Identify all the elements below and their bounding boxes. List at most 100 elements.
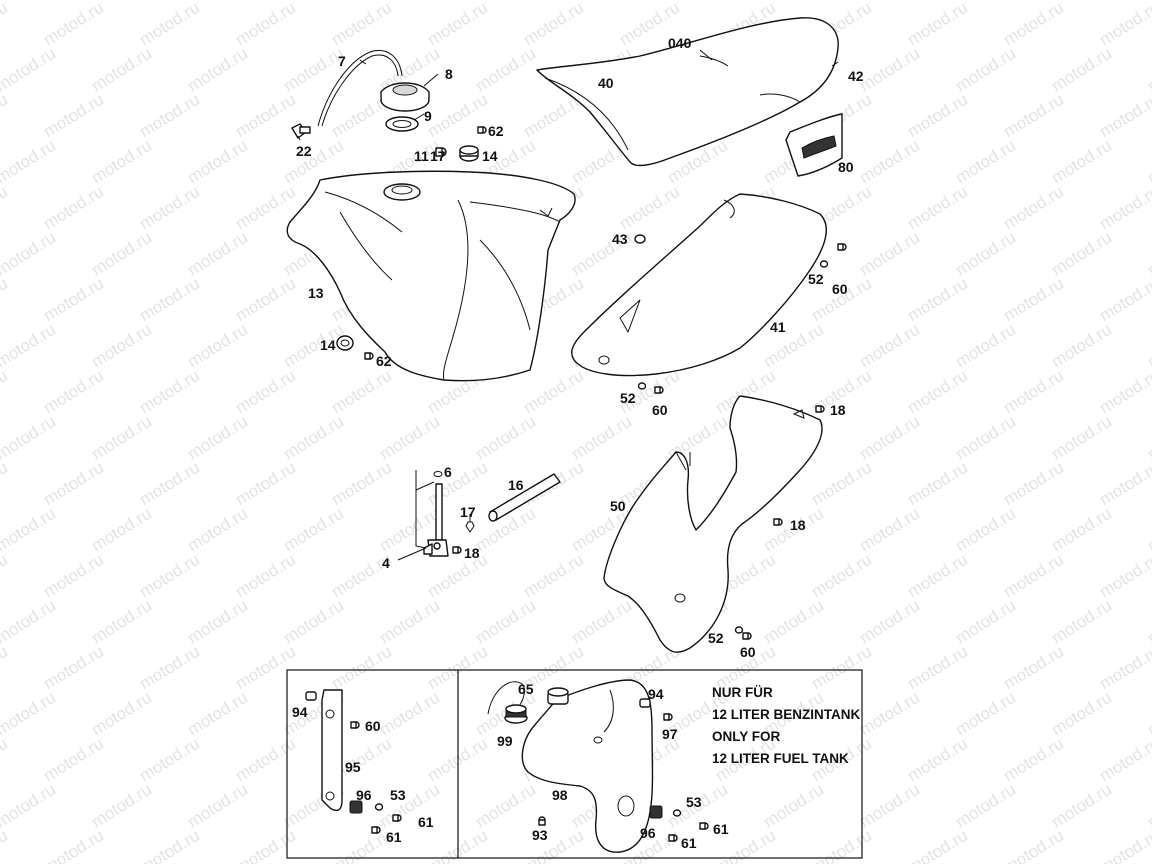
watermark-text: motod.ru	[328, 642, 395, 694]
washer-part-43	[634, 234, 646, 244]
watermark-text: motod.ru	[0, 182, 11, 234]
watermark-text: motod.ru	[1048, 780, 1115, 832]
watermark-text: motod.ru	[376, 688, 443, 740]
fuel-hose-part-16	[488, 473, 561, 522]
screw-part-97	[663, 713, 673, 721]
callout-17-top: 17	[430, 148, 446, 164]
watermark-text: motod.ru	[88, 780, 155, 832]
watermark-text: motod.ru	[40, 550, 107, 602]
watermark-text: motod.ru	[1000, 182, 1067, 234]
watermark-text: motod.ru	[1144, 688, 1152, 740]
watermark-text: motod.ru	[1000, 274, 1067, 326]
note-line-2: 12 LITER BENZINTANK	[712, 707, 861, 722]
watermark-text: motod.ru	[0, 688, 59, 740]
watermark-text: motod.ru	[0, 90, 11, 142]
watermark-text: motod.ru	[328, 366, 395, 418]
callout-65: 65	[518, 681, 534, 697]
watermark-text: motod.ru	[0, 274, 11, 326]
watermark-text: motod.ru	[0, 504, 59, 556]
watermark-text: motod.ru	[856, 596, 923, 648]
bushing-part-14-bottom	[336, 335, 354, 351]
watermark-text: motod.ru	[232, 0, 299, 49]
screw-part-61-left-b	[371, 826, 381, 834]
callout-8: 8	[445, 66, 453, 82]
callout-98: 98	[552, 787, 568, 803]
callout-18-mid: 18	[790, 517, 806, 533]
watermark-text: motod.ru	[0, 550, 11, 602]
callout-14-top: 14	[482, 148, 498, 164]
watermark-text: motod.ru	[1144, 780, 1152, 832]
washer-part-53-left	[374, 803, 384, 811]
watermark-text: motod.ru	[952, 504, 1019, 556]
screw-part-61-right-a	[699, 822, 709, 830]
callout-16: 16	[508, 477, 524, 493]
watermark-text: motod.ru	[136, 550, 203, 602]
screw-part-60-mid	[654, 386, 664, 394]
callout-9: 9	[424, 108, 432, 124]
washer-part-52-low	[734, 626, 744, 634]
watermark-text: motod.ru	[280, 44, 347, 96]
watermark-text: motod.ru	[136, 458, 203, 510]
watermark-text: motod.ru	[520, 0, 587, 49]
callout-43: 43	[612, 231, 628, 247]
watermark-text: motod.ru	[0, 596, 59, 648]
watermark-text: motod.ru	[1000, 550, 1067, 602]
callout-40: 40	[598, 75, 614, 91]
watermark-text: motod.ru	[232, 274, 299, 326]
cap-gasket-part-9	[385, 116, 419, 132]
callout-60-low: 60	[740, 644, 756, 660]
watermark-text: motod.ru	[184, 228, 251, 280]
clamp-part-17	[465, 521, 475, 533]
watermark-text: motod.ru	[856, 136, 923, 188]
watermark-text: motod.ru	[856, 412, 923, 464]
watermark-text: motod.ru	[40, 90, 107, 142]
fuel-tank-note: NUR FÜR 12 LITER BENZINTANK ONLY FOR 12 …	[712, 685, 861, 766]
watermark-text: motod.ru	[904, 550, 971, 602]
watermark-text: motod.ru	[616, 182, 683, 234]
watermark-text: motod.ru	[1144, 504, 1152, 556]
fuel-tank-part-13	[286, 170, 576, 382]
watermark-text: motod.ru	[1048, 136, 1115, 188]
watermark-text: motod.ru	[136, 0, 203, 49]
seat-part-40	[536, 17, 839, 167]
watermark-text: motod.ru	[904, 0, 971, 49]
callout-53-right: 53	[686, 794, 702, 810]
callout-13: 13	[308, 285, 324, 301]
watermark-text: motod.ru	[856, 780, 923, 832]
watermark-text: motod.ru	[40, 274, 107, 326]
watermark-text: motod.ru	[40, 458, 107, 510]
callout-42: 42	[848, 68, 864, 84]
watermark-text: motod.ru	[136, 826, 203, 864]
callout-99: 99	[497, 733, 513, 749]
watermark-text: motod.ru	[952, 596, 1019, 648]
watermark-text: motod.ru	[88, 44, 155, 96]
watermark-text: motod.ru	[0, 44, 59, 96]
watermark-text: motod.ru	[1000, 0, 1067, 49]
watermark-text: motod.ru	[0, 412, 59, 464]
watermark-text: motod.ru	[520, 550, 587, 602]
watermark-text: motod.ru	[808, 550, 875, 602]
watermark-text: motod.ru	[1048, 504, 1115, 556]
screw-part-11	[435, 147, 447, 157]
watermark-text: motod.ru	[472, 44, 539, 96]
watermark-text: motod.ru	[0, 642, 11, 694]
washer-part-52-right	[819, 260, 829, 268]
watermark-text: motod.ru	[1096, 274, 1152, 326]
fuel-cap-part-8	[380, 82, 430, 112]
watermark-text: motod.ru	[184, 412, 251, 464]
watermark-text: motod.ru	[952, 688, 1019, 740]
watermark-text: motod.ru	[1096, 734, 1152, 786]
kit-box	[286, 669, 863, 859]
watermark-text: motod.ru	[376, 412, 443, 464]
callout-94-right: 94	[648, 686, 664, 702]
watermark-text: motod.ru	[904, 366, 971, 418]
watermark-text: motod.ru	[1048, 412, 1115, 464]
screw-part-60-low	[742, 632, 752, 640]
watermark-text: motod.ru	[472, 596, 539, 648]
washer-part-53-right	[672, 809, 682, 817]
watermark-text: motod.ru	[760, 780, 827, 832]
watermark-text: motod.ru	[280, 412, 347, 464]
callout-97: 97	[662, 726, 678, 742]
watermark-text: motod.ru	[136, 90, 203, 142]
watermark-text: motod.ru	[0, 0, 11, 49]
